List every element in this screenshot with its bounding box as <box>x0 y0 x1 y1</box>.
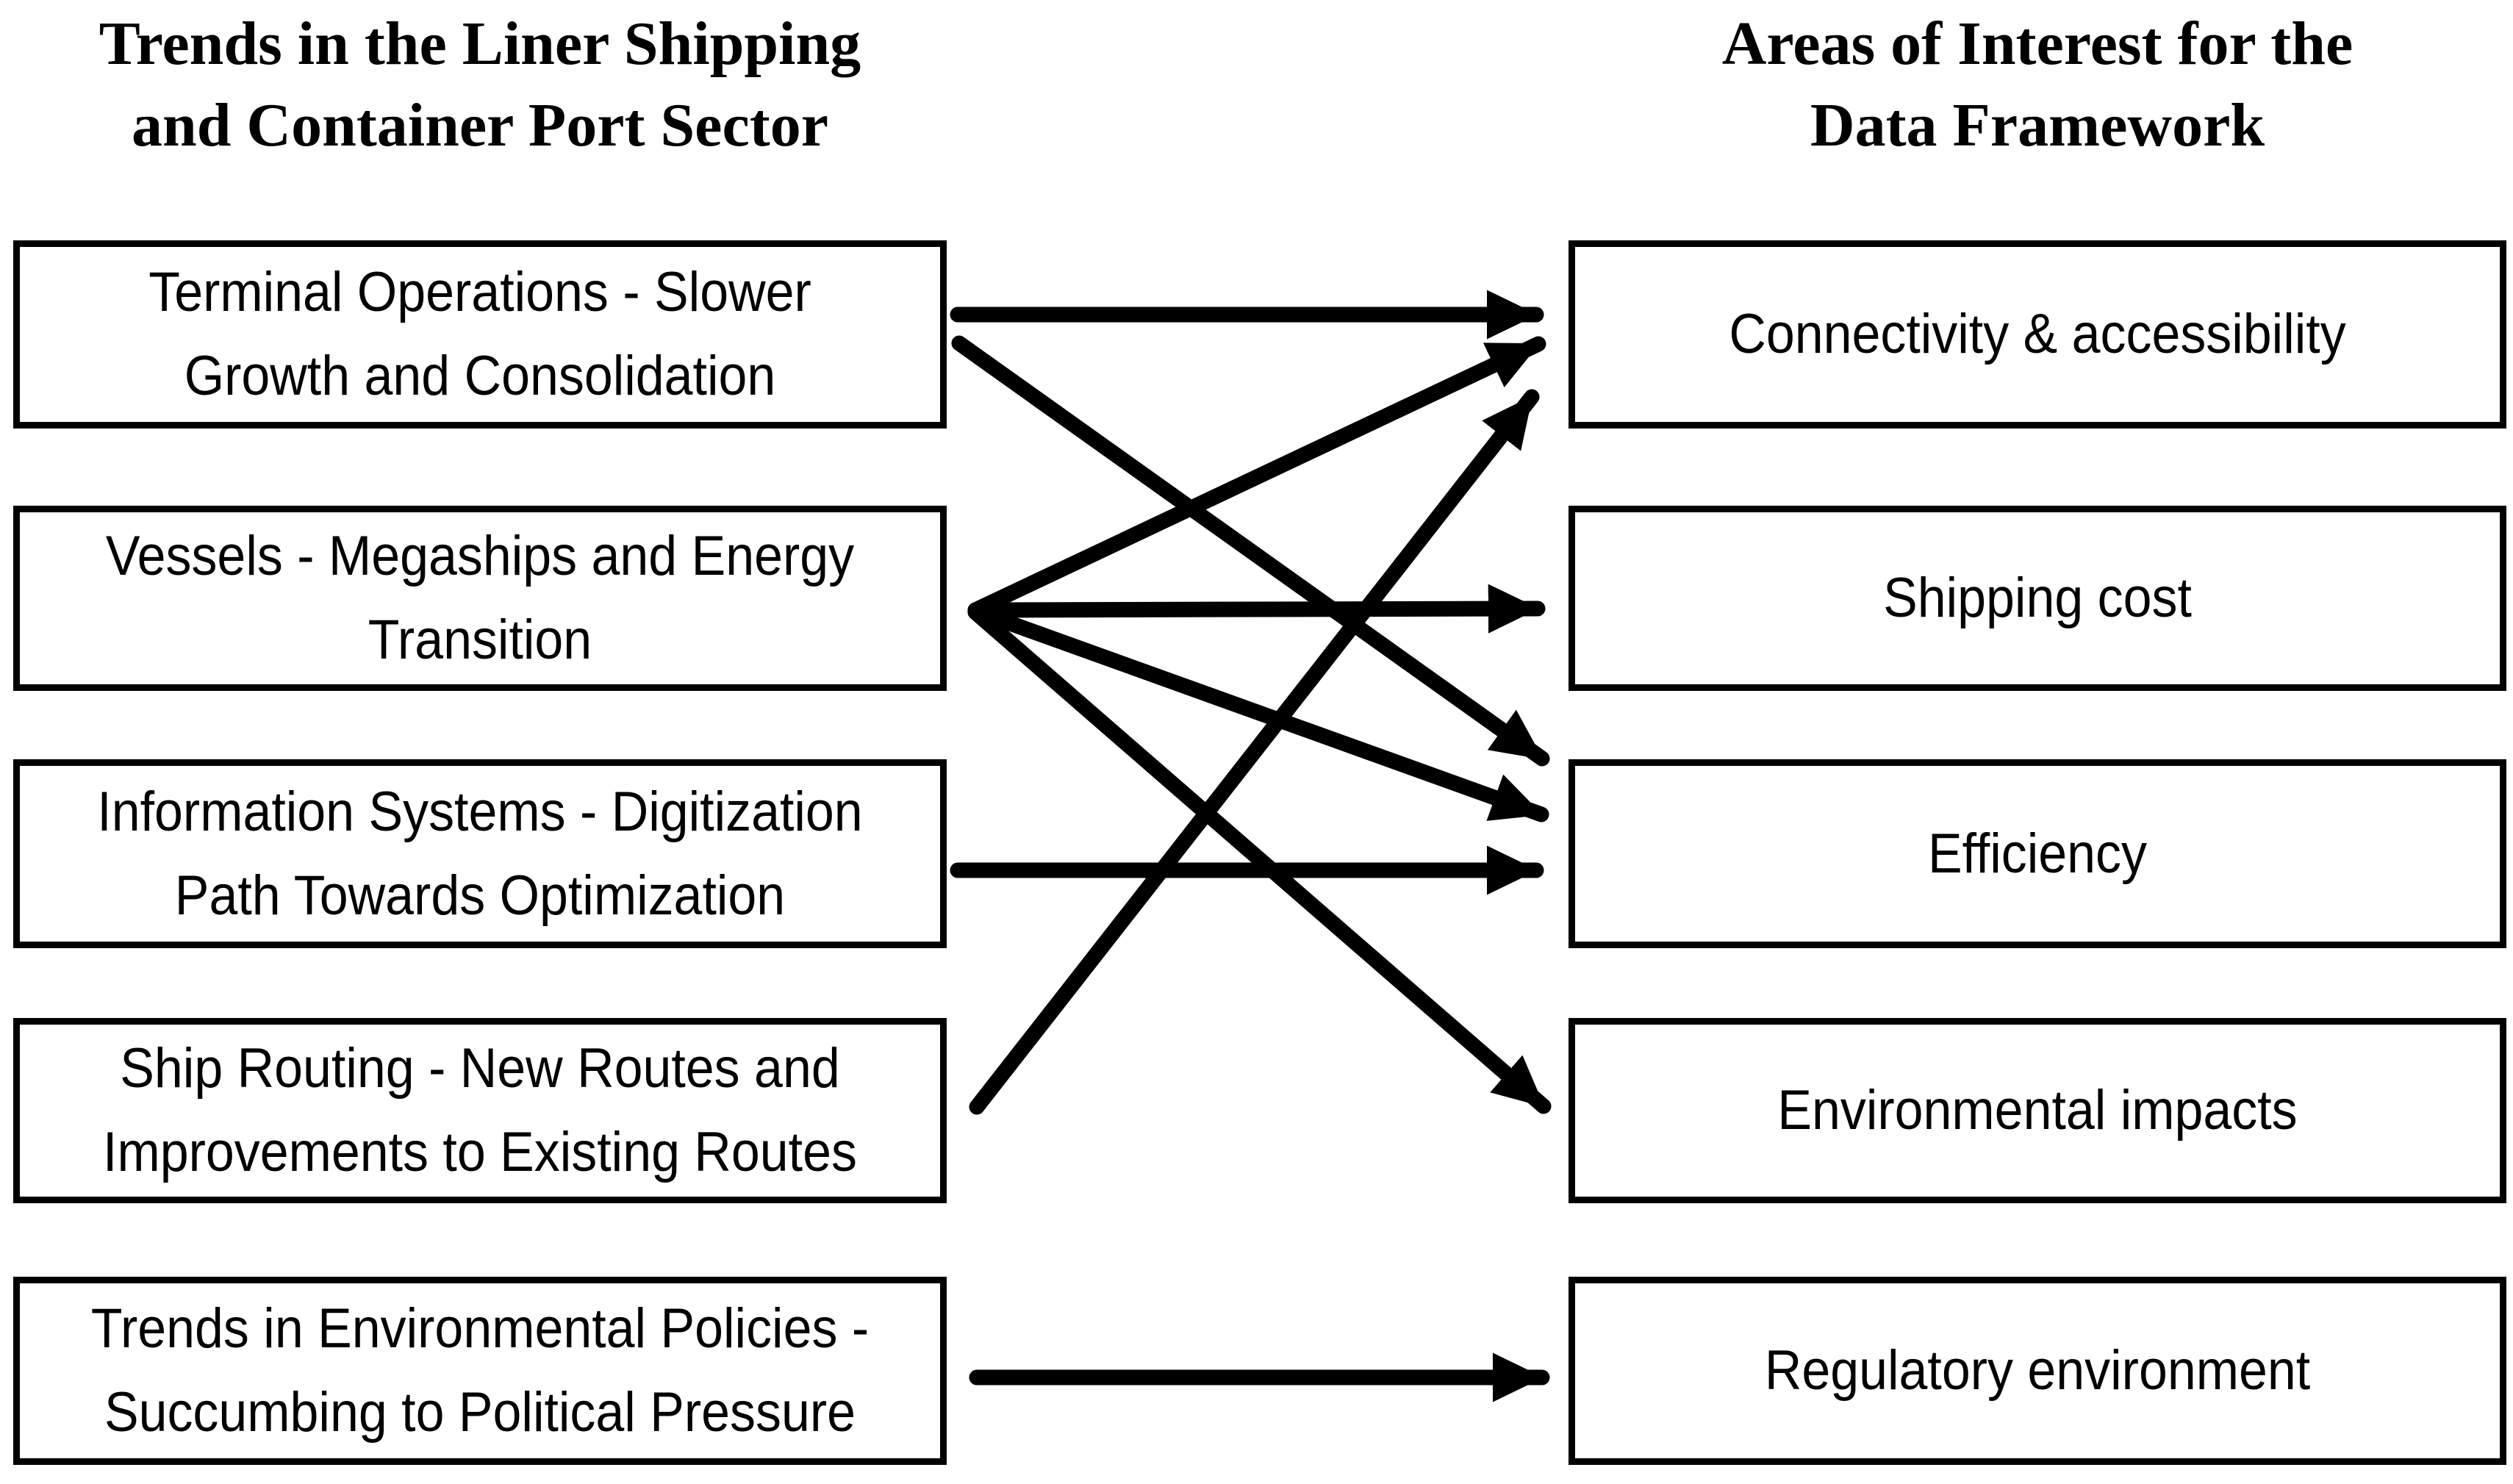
right-box-regulatory-environment-label: Regulatory environment <box>1764 1339 2311 1402</box>
left-box-terminal-operations: Terminal Operations - Slower Growth and … <box>13 240 947 429</box>
left-column-title-line1: Trends in the Liner Shipping <box>98 10 861 78</box>
left-box-terminal-operations-line1: Terminal Operations - Slower <box>148 261 811 323</box>
arrow-vessels-to-efficiency <box>967 603 1549 822</box>
arrow-vessels-to-environmental-impacts <box>967 604 1552 1114</box>
left-box-vessels: Vessels - Megaships and Energy Transitio… <box>13 506 947 691</box>
left-box-ship-routing: Ship Routing - New Routes and Improvemen… <box>13 1018 947 1203</box>
left-box-ship-routing-line1: Ship Routing - New Routes and <box>120 1037 840 1100</box>
right-box-regulatory-environment: Regulatory environment <box>1569 1277 2506 1465</box>
right-box-connectivity-accessibility: Connectivity & accessibility <box>1569 240 2506 429</box>
right-box-shipping-cost: Shipping cost <box>1569 506 2506 691</box>
arrow-vessels-to-connectivity-accessibility <box>967 336 1546 618</box>
left-column-title: Trends in the Liner Shipping and Contain… <box>13 3 947 166</box>
left-box-information-systems: Information Systems - Digitization Path … <box>13 759 947 948</box>
left-box-ship-routing-line2: Improvements to Existing Routes <box>103 1121 857 1183</box>
left-box-trends-environmental-policies-line1: Trends in Environmental Policies - <box>90 1297 870 1360</box>
right-box-environmental-impacts-label: Environmental impacts <box>1777 1079 2298 1141</box>
arrow-vessels-to-shipping-cost <box>967 584 1546 634</box>
right-column-title: Areas of Interest for the Data Framework <box>1569 3 2506 166</box>
right-box-environmental-impacts: Environmental impacts <box>1569 1018 2506 1203</box>
left-box-information-systems-line2: Path Towards Optimization <box>174 864 786 927</box>
right-box-shipping-cost-label: Shipping cost <box>1883 567 2192 629</box>
right-box-efficiency-label: Efficiency <box>1928 822 2147 885</box>
arrow-ship-routing-to-connectivity-accessibility <box>969 389 1540 1115</box>
left-box-terminal-operations-line2: Growth and Consolidation <box>184 345 776 407</box>
left-box-information-systems-line1: Information Systems - Digitization <box>97 780 863 843</box>
right-box-connectivity-accessibility-label: Connectivity & accessibility <box>1729 303 2346 365</box>
left-box-vessels-line2: Transition <box>368 609 592 671</box>
right-box-efficiency: Efficiency <box>1569 759 2506 948</box>
left-column-title-line2: and Container Port Sector <box>132 91 828 159</box>
arrow-terminal-operations-to-efficiency <box>951 335 1550 767</box>
left-box-trends-environmental-policies-line2: Succumbing to Political Pressure <box>104 1381 856 1444</box>
left-box-trends-environmental-policies: Trends in Environmental Policies - Succu… <box>13 1277 947 1465</box>
right-column-title-line2: Data Framework <box>1810 91 2265 159</box>
right-column-title-line1: Areas of Interest for the <box>1721 10 2354 78</box>
left-box-vessels-line1: Vessels - Megaships and Energy <box>105 525 855 587</box>
